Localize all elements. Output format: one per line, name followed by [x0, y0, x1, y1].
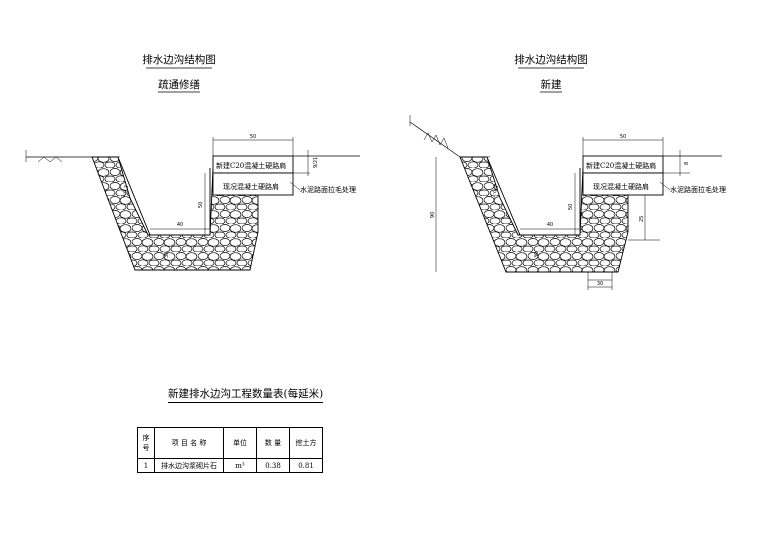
left-figure: 排水边沟结构图 疏通修缮 新建C20混凝土硬路肩 现况混凝土硬路肩 水泥路面拉毛… [25, 53, 360, 271]
table-row: 1 排水边沟浆砌片石 m³ 0.38 0.81 [137, 458, 323, 473]
table-header-row: 序号 项 目 名 称 单位 数 量 挖土方 [137, 427, 323, 459]
right-dim-bottom-width: 40 [547, 222, 553, 228]
right-existing-shoulder-slab [582, 172, 664, 196]
right-figure: 排水边沟结构图 新建 90 新建C20混凝土硬路肩 现况混凝土硬路肩 水泥路面拉… [409, 53, 726, 290]
header-quantity: 数 量 [256, 427, 290, 459]
left-figure-title: 排水边沟结构图 [142, 53, 216, 66]
cell-excavation: 0.81 [289, 458, 323, 473]
right-dim-thickness: 8 [684, 162, 690, 165]
right-dim-top-width: 50 [620, 134, 626, 140]
right-dim-total-height: 90 [430, 212, 436, 218]
right-channel-interior [486, 156, 581, 236]
right-dim-base: 30 [534, 252, 540, 258]
left-dim-base: 30 [164, 252, 170, 258]
header-excavation: 挖土方 [289, 427, 323, 459]
left-treatment-label: 水泥路面拉毛处理 [300, 185, 356, 194]
left-dim-thickness: 9/21 [313, 157, 319, 168]
ground-hatch [37, 156, 63, 163]
right-dim-base-width: 30 [597, 281, 603, 287]
cell-unit: m³ [223, 458, 257, 473]
header-item: 项 目 名 称 [154, 427, 224, 459]
ground-hatch-right [423, 132, 449, 149]
existing-shoulder-slab [212, 172, 294, 196]
quantity-table: 序号 项 目 名 称 单位 数 量 挖土方 1 排水边沟浆砌片石 m³ 0.38… [137, 427, 323, 473]
header-no: 序号 [137, 427, 155, 459]
channel-interior [117, 156, 211, 236]
left-dim-height: 50 [198, 202, 204, 208]
right-treatment-label: 水泥路面拉毛处理 [670, 185, 726, 194]
left-dim-bottom-width: 40 [177, 222, 183, 228]
cell-item: 排水边沟浆砌片石 [154, 458, 224, 473]
right-dim-height: 50 [568, 204, 574, 210]
cell-quantity: 0.38 [256, 458, 290, 473]
left-dim-slope: 1:0.3 [120, 185, 130, 199]
right-figure-title: 排水边沟结构图 [514, 53, 588, 66]
right-dim-wall-height: 25 [639, 216, 645, 222]
quantity-table-title: 新建排水边沟工程数量表(每延米) [168, 386, 324, 403]
cell-no: 1 [137, 458, 155, 473]
left-dim-top-width: 50 [250, 134, 256, 140]
header-unit: 单位 [223, 427, 257, 459]
left-figure-subtitle: 疏通修缮 [158, 78, 200, 91]
ground-slope-line [409, 121, 461, 158]
right-dim-slope: 1:0.3 [490, 185, 500, 199]
right-new-shoulder-label: 新建C20混凝土硬路肩 [586, 161, 656, 170]
right-existing-shoulder-label: 现况混凝土硬路肩 [593, 182, 649, 191]
left-new-shoulder-label: 新建C20混凝土硬路肩 [216, 161, 286, 170]
right-figure-subtitle: 新建 [541, 78, 562, 91]
left-existing-shoulder-label: 现况混凝土硬路肩 [223, 182, 279, 191]
